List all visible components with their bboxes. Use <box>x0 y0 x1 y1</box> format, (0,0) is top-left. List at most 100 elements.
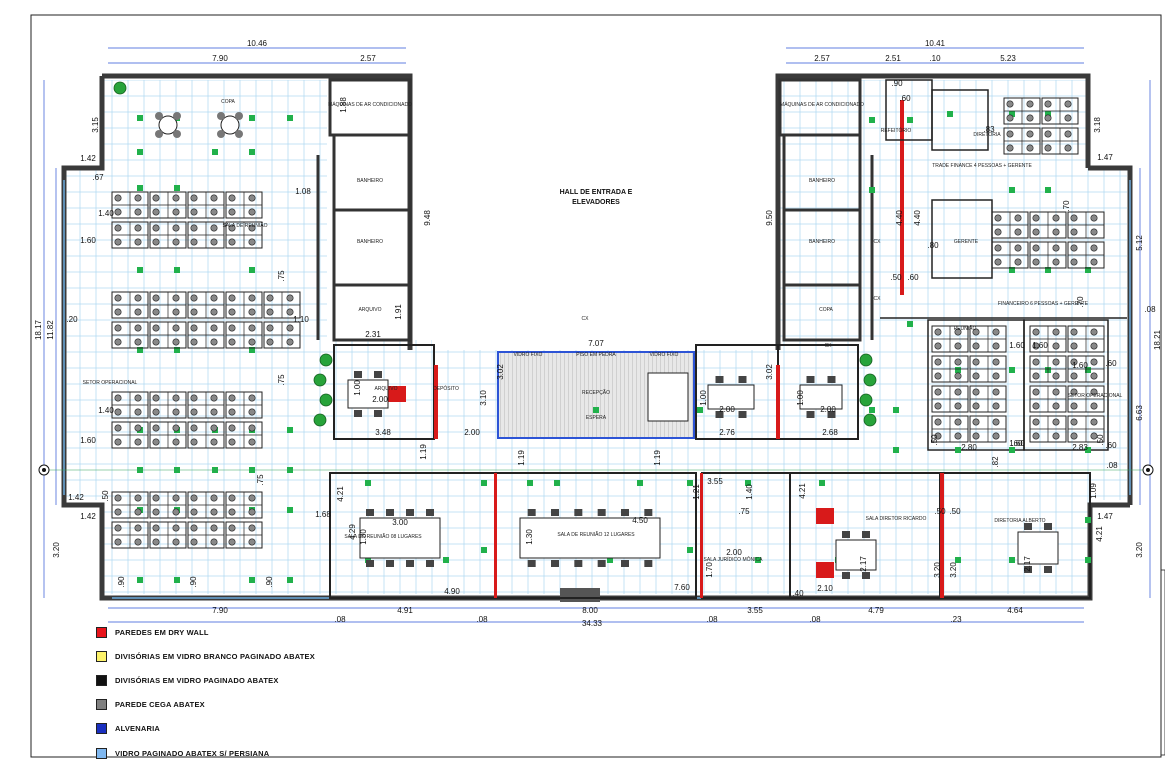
dimension-inner: 1.00 <box>353 380 362 396</box>
column-marker <box>687 480 693 486</box>
dimension-inner: 9.48 <box>423 210 432 226</box>
dimension-inner: 1.09 <box>1089 483 1098 499</box>
legend-item-drywall: PAREDES EM DRY WALL <box>96 620 416 644</box>
column-marker <box>1009 187 1015 193</box>
room-label: MÁQUINAS DE AR CONDICIONADO <box>780 101 864 108</box>
column-marker <box>137 185 143 191</box>
legend-label: DIVISÓRIAS EM VIDRO BRANCO PAGINADO ABAT… <box>115 651 315 661</box>
column-marker <box>365 480 371 486</box>
legend-swatch-drywall <box>96 626 107 638</box>
dimension-left: 1.60 <box>80 236 96 245</box>
door-label: CX <box>874 239 882 245</box>
plant-icon <box>319 353 333 367</box>
dimension-bottom: .08 <box>334 615 346 624</box>
column-marker <box>249 347 255 353</box>
dimension-inner: 2.83 <box>1072 443 1088 452</box>
dimension-left: 3.15 <box>91 117 100 133</box>
dimension-right: .08 <box>1106 461 1118 470</box>
column-marker <box>137 577 143 583</box>
dimension-bottom: 8.00 <box>582 606 598 615</box>
reception-desk <box>647 372 689 422</box>
dimension-bottom: 4.91 <box>397 606 413 615</box>
legend-swatch-glass-partition <box>96 674 107 686</box>
room-label: SALA DIRETOR RICARDO <box>866 516 927 522</box>
title-block-edge <box>1160 569 1165 756</box>
room-label: COPA <box>221 99 235 105</box>
column-marker <box>697 407 703 413</box>
column-marker <box>1009 111 1015 117</box>
dimension-inner: 1.60 <box>1009 439 1025 448</box>
dimension-inner: .90 <box>189 576 198 588</box>
legend-label: PAREDES EM DRY WALL <box>115 627 209 637</box>
dimension-right: .08 <box>1144 305 1156 314</box>
column-marker <box>955 557 961 563</box>
legend-label: ALVENARIA <box>115 724 160 734</box>
column-marker <box>593 407 599 413</box>
dimension-left: 1.40 <box>98 209 114 218</box>
legend-item-white-glass: DIVISÓRIAS EM VIDRO BRANCO PAGINADO ABAT… <box>96 644 416 668</box>
dimension-inner: 3.00 <box>392 518 408 527</box>
dimension-left: .20 <box>66 315 78 324</box>
dimension-inner: 1.60 <box>1009 341 1025 350</box>
column-marker <box>554 480 560 486</box>
dimension-bottom: 7.60 <box>674 583 690 592</box>
column-marker <box>287 507 293 513</box>
dimension-inner: 1.88 <box>339 97 348 113</box>
dimension-top: 2.57 <box>814 54 830 63</box>
dimension-inner: 3.48 <box>375 428 391 437</box>
dimension-left: .67 <box>92 173 104 182</box>
dimension-inner: .50 <box>934 507 946 516</box>
dimension-inner: .80 <box>927 241 939 250</box>
legend-label: PAREDE CEGA ABATEX <box>115 700 205 710</box>
dimension-bottom: .08 <box>476 615 488 624</box>
dimension-inner: .75 <box>277 270 286 282</box>
dimension-inner: 2.00 <box>820 405 836 414</box>
dimension-inner: .90 <box>117 576 126 588</box>
dimension-inner: 2.17 <box>859 556 868 572</box>
dimension-bottom: 7.90 <box>212 606 228 615</box>
column-marker <box>687 547 693 553</box>
dimension-inner: 4.50 <box>632 516 648 525</box>
column-marker <box>893 447 899 453</box>
legend-swatch-blind-wall <box>96 699 107 711</box>
dimension-inner: 4.40 <box>895 210 904 226</box>
column-marker <box>137 149 143 155</box>
dimension-inner: .83 <box>983 125 995 134</box>
dimension-inner: .60 <box>907 273 919 282</box>
dimension-inner: 1.60 <box>1072 361 1088 370</box>
dimension-top: 5.23 <box>1000 54 1016 63</box>
column-marker <box>443 557 449 563</box>
dimension-bottom: 4.64 <box>1007 606 1023 615</box>
column-marker <box>174 267 180 273</box>
dimension-inner: 1.21 <box>692 484 701 500</box>
column-marker <box>174 347 180 353</box>
room-label: DIRETORIA <box>973 132 1001 138</box>
room-label: SALA DE REUNIÃO <box>222 222 267 229</box>
drywall-walls <box>388 100 944 598</box>
dimension-left: 1.60 <box>80 436 96 445</box>
workstations <box>111 97 1105 579</box>
dimension-inner: 3.02 <box>765 364 774 380</box>
dimension-top: 2.51 <box>885 54 901 63</box>
column-marker <box>212 149 218 155</box>
room-label: VIDRO FIXO <box>650 352 679 358</box>
column-marker <box>249 577 255 583</box>
dimension-top: .60 <box>899 94 911 103</box>
dimension-inner: 3.10 <box>479 390 488 406</box>
room-label: ESPERA <box>586 415 607 421</box>
column-marker <box>955 447 961 453</box>
dimension-inner: 4.21 <box>798 483 807 499</box>
dimension-inner: 1.70 <box>705 562 714 578</box>
column-marker <box>481 547 487 553</box>
room-label: BANHEIRO <box>357 239 383 245</box>
legend-label: DIVISÓRIAS EM VIDRO PAGINADO ABATEX <box>115 675 279 685</box>
dimension-inner: 2.76 <box>719 428 735 437</box>
column-marker <box>745 480 751 486</box>
column-marker <box>1045 187 1051 193</box>
room-label: SALA DE REUNIÃO 08 LUGARES <box>344 533 422 540</box>
dimension-inner: 1.19 <box>517 450 526 466</box>
dimension-inner: .50 <box>930 434 939 446</box>
hall-title-line2: ELEVADORES <box>572 199 620 206</box>
